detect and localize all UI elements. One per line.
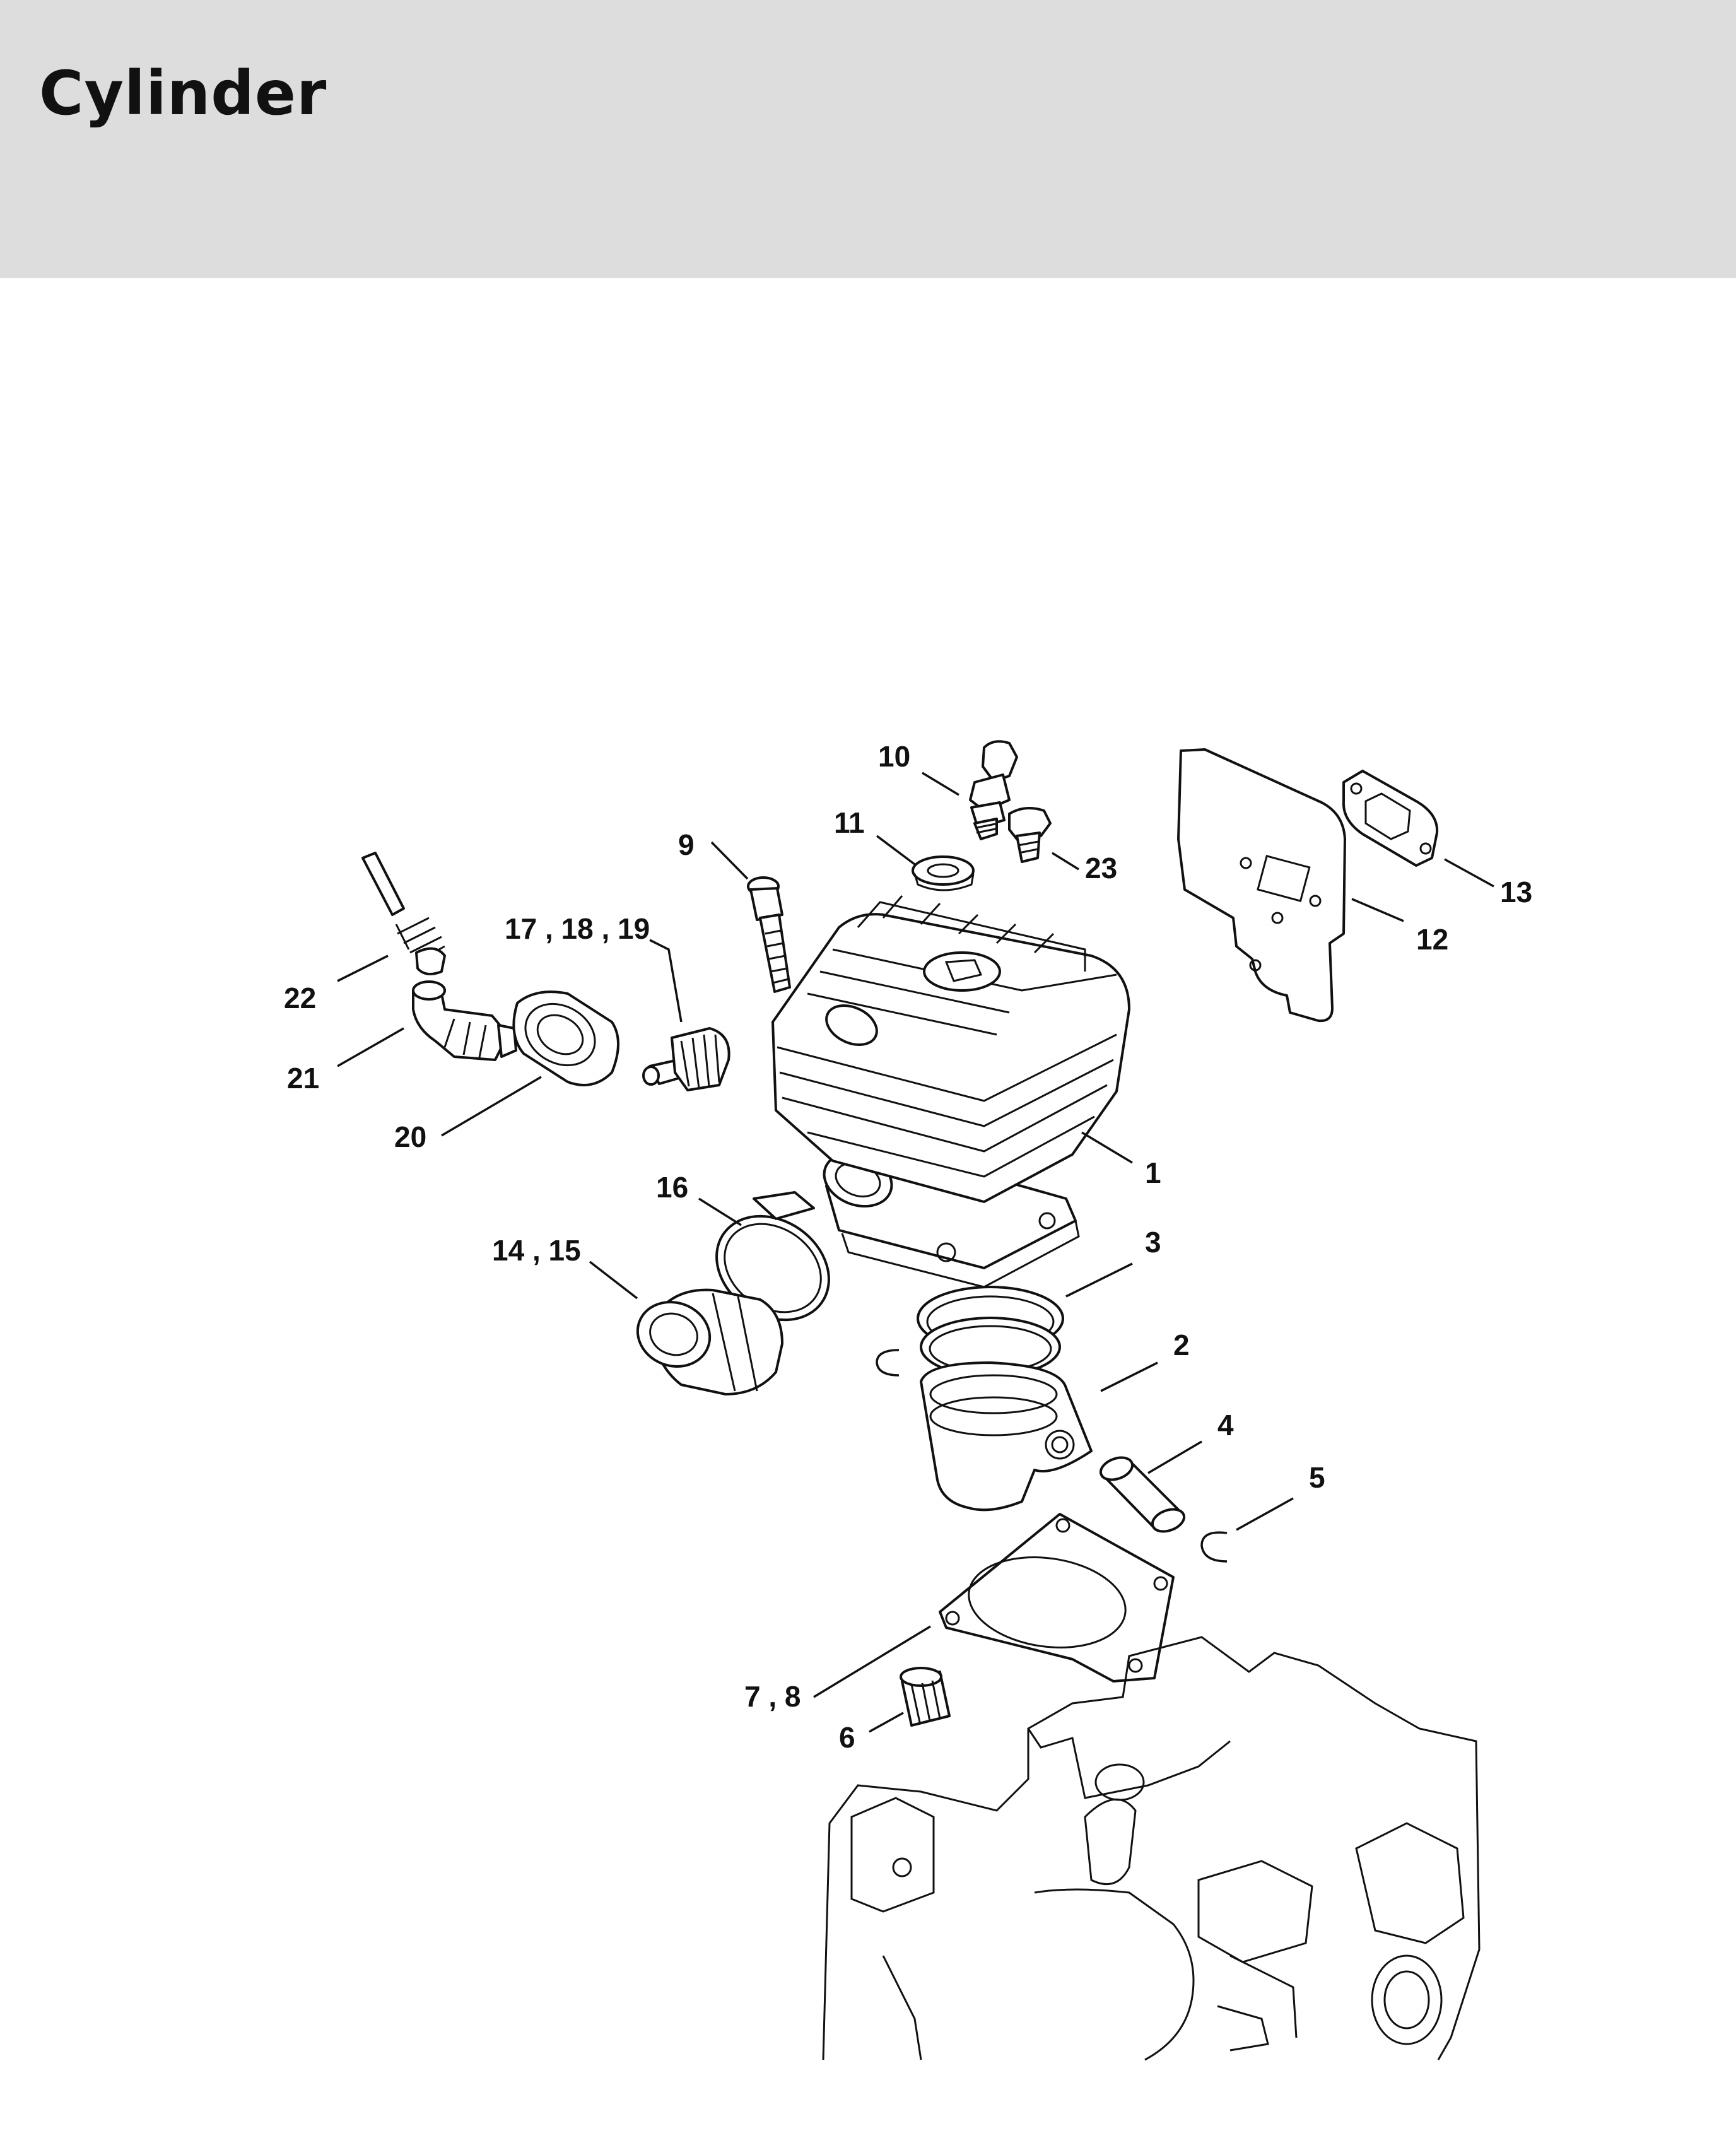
callout-14-15: 14 , 15 — [492, 1234, 581, 1267]
part-16-hose-clamp — [715, 1191, 830, 1322]
callout-9: 9 — [678, 828, 695, 861]
callout-22: 22 — [284, 982, 316, 1014]
callout-3: 3 — [1145, 1226, 1161, 1259]
callout-17-18-19: 17 , 18 , 19 — [505, 912, 650, 945]
header-bar: Cylinder — [0, 0, 1736, 278]
callout-1: 1 — [1145, 1156, 1161, 1189]
callout-23: 23 — [1085, 852, 1117, 884]
callout-11: 11 — [834, 806, 865, 839]
part-20-flange — [512, 990, 619, 1086]
part-13-muffler-gasket — [1342, 770, 1439, 867]
part-17-18-19-fitting — [642, 1027, 730, 1091]
callout-2: 2 — [1173, 1329, 1190, 1361]
part-6-needle-cage — [900, 1667, 951, 1727]
part-2-piston — [920, 1361, 1093, 1512]
callout-5: 5 — [1309, 1461, 1325, 1494]
callout-7-8: 7 , 8 — [744, 1680, 801, 1713]
part-9-screw — [747, 876, 791, 993]
part-7-8-cylinder-gasket — [939, 1513, 1175, 1683]
circlip-left — [876, 1349, 900, 1377]
callout-4: 4 — [1217, 1409, 1234, 1442]
page-title: Cylinder — [39, 58, 327, 129]
part-11-annular-buffer — [912, 855, 975, 891]
part-3-piston-rings — [917, 1286, 1064, 1377]
callout-13: 13 — [1500, 876, 1532, 908]
callout-6: 6 — [839, 1721, 855, 1754]
part-10-decompression-valve — [969, 740, 1018, 840]
callout-labels: 1 2 3 4 5 6 7 , 8 9 10 11 12 13 14 , 15 … — [284, 740, 1532, 1754]
part-4-piston-pin — [1099, 1456, 1186, 1533]
callout-16: 16 — [656, 1171, 688, 1204]
callout-12: 12 — [1416, 923, 1448, 956]
callout-21: 21 — [287, 1062, 319, 1095]
part-21-elbow-connector — [412, 980, 517, 1061]
part-22-pin-and-spring — [361, 852, 446, 975]
part-14-15-intake-manifold — [636, 1288, 783, 1395]
callout-20: 20 — [394, 1120, 426, 1153]
crankcase-housing — [822, 1636, 1481, 2061]
leader-lines — [337, 772, 1494, 1733]
part-1-cylinder — [771, 895, 1130, 1288]
part-5-circlip — [1200, 1531, 1228, 1563]
part-23-plug — [1008, 807, 1052, 863]
callout-10: 10 — [878, 740, 910, 773]
part-12-baffle-plate — [1177, 748, 1346, 1023]
